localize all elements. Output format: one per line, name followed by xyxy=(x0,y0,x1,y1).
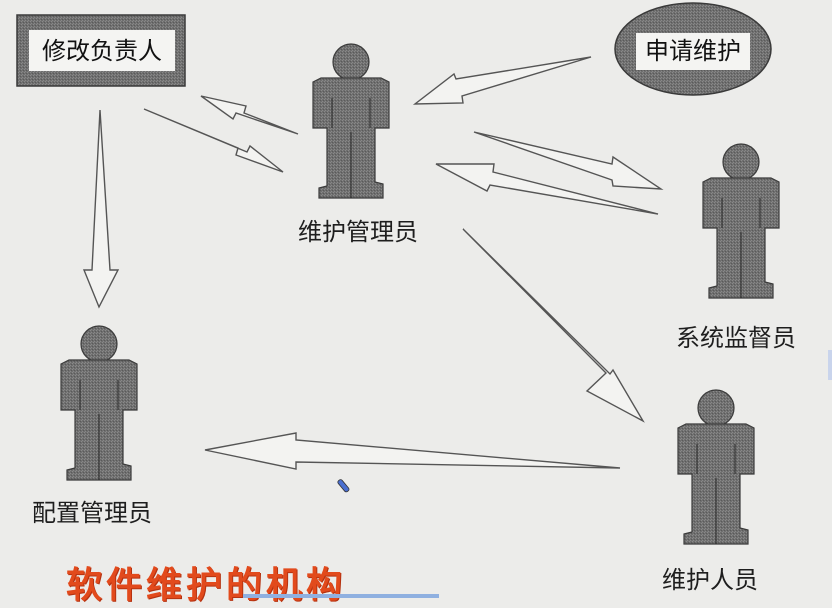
arrow-manager-to-owner xyxy=(200,95,299,135)
arrow-supervisor-to-manager xyxy=(435,163,659,215)
node-label-modify-owner: 修改负责人 xyxy=(31,36,173,66)
node-label-system-supervisor: 系统监督员 xyxy=(676,324,796,352)
mouse-cursor-icon xyxy=(337,479,350,493)
diagram-title: 软件维护的机构 xyxy=(66,565,347,606)
arrow-manager-to-supervisor xyxy=(473,131,664,190)
arrow-staff-to-config xyxy=(204,432,621,470)
arrow-manager-to-staff xyxy=(462,228,645,423)
node-label-maintenance-manager: 维护管理员 xyxy=(298,218,418,246)
node-label-request-maintenance: 申请维护 xyxy=(638,36,748,66)
node-label-config-manager: 配置管理员 xyxy=(32,499,152,527)
node-label-maintenance-staff: 维护人员 xyxy=(662,566,758,594)
selection-bar xyxy=(243,594,439,598)
actor-maintenance-staff-icon xyxy=(677,389,755,545)
edge-highlight xyxy=(828,350,832,380)
actor-system-supervisor-icon xyxy=(702,143,780,299)
actor-maintenance-manager-icon xyxy=(312,43,390,199)
arrow-owner-to-manager xyxy=(143,108,284,173)
actor-config-manager-icon xyxy=(60,325,138,481)
arrow-owner-to-config xyxy=(82,109,120,309)
arrow-request-to-manager xyxy=(412,56,592,105)
